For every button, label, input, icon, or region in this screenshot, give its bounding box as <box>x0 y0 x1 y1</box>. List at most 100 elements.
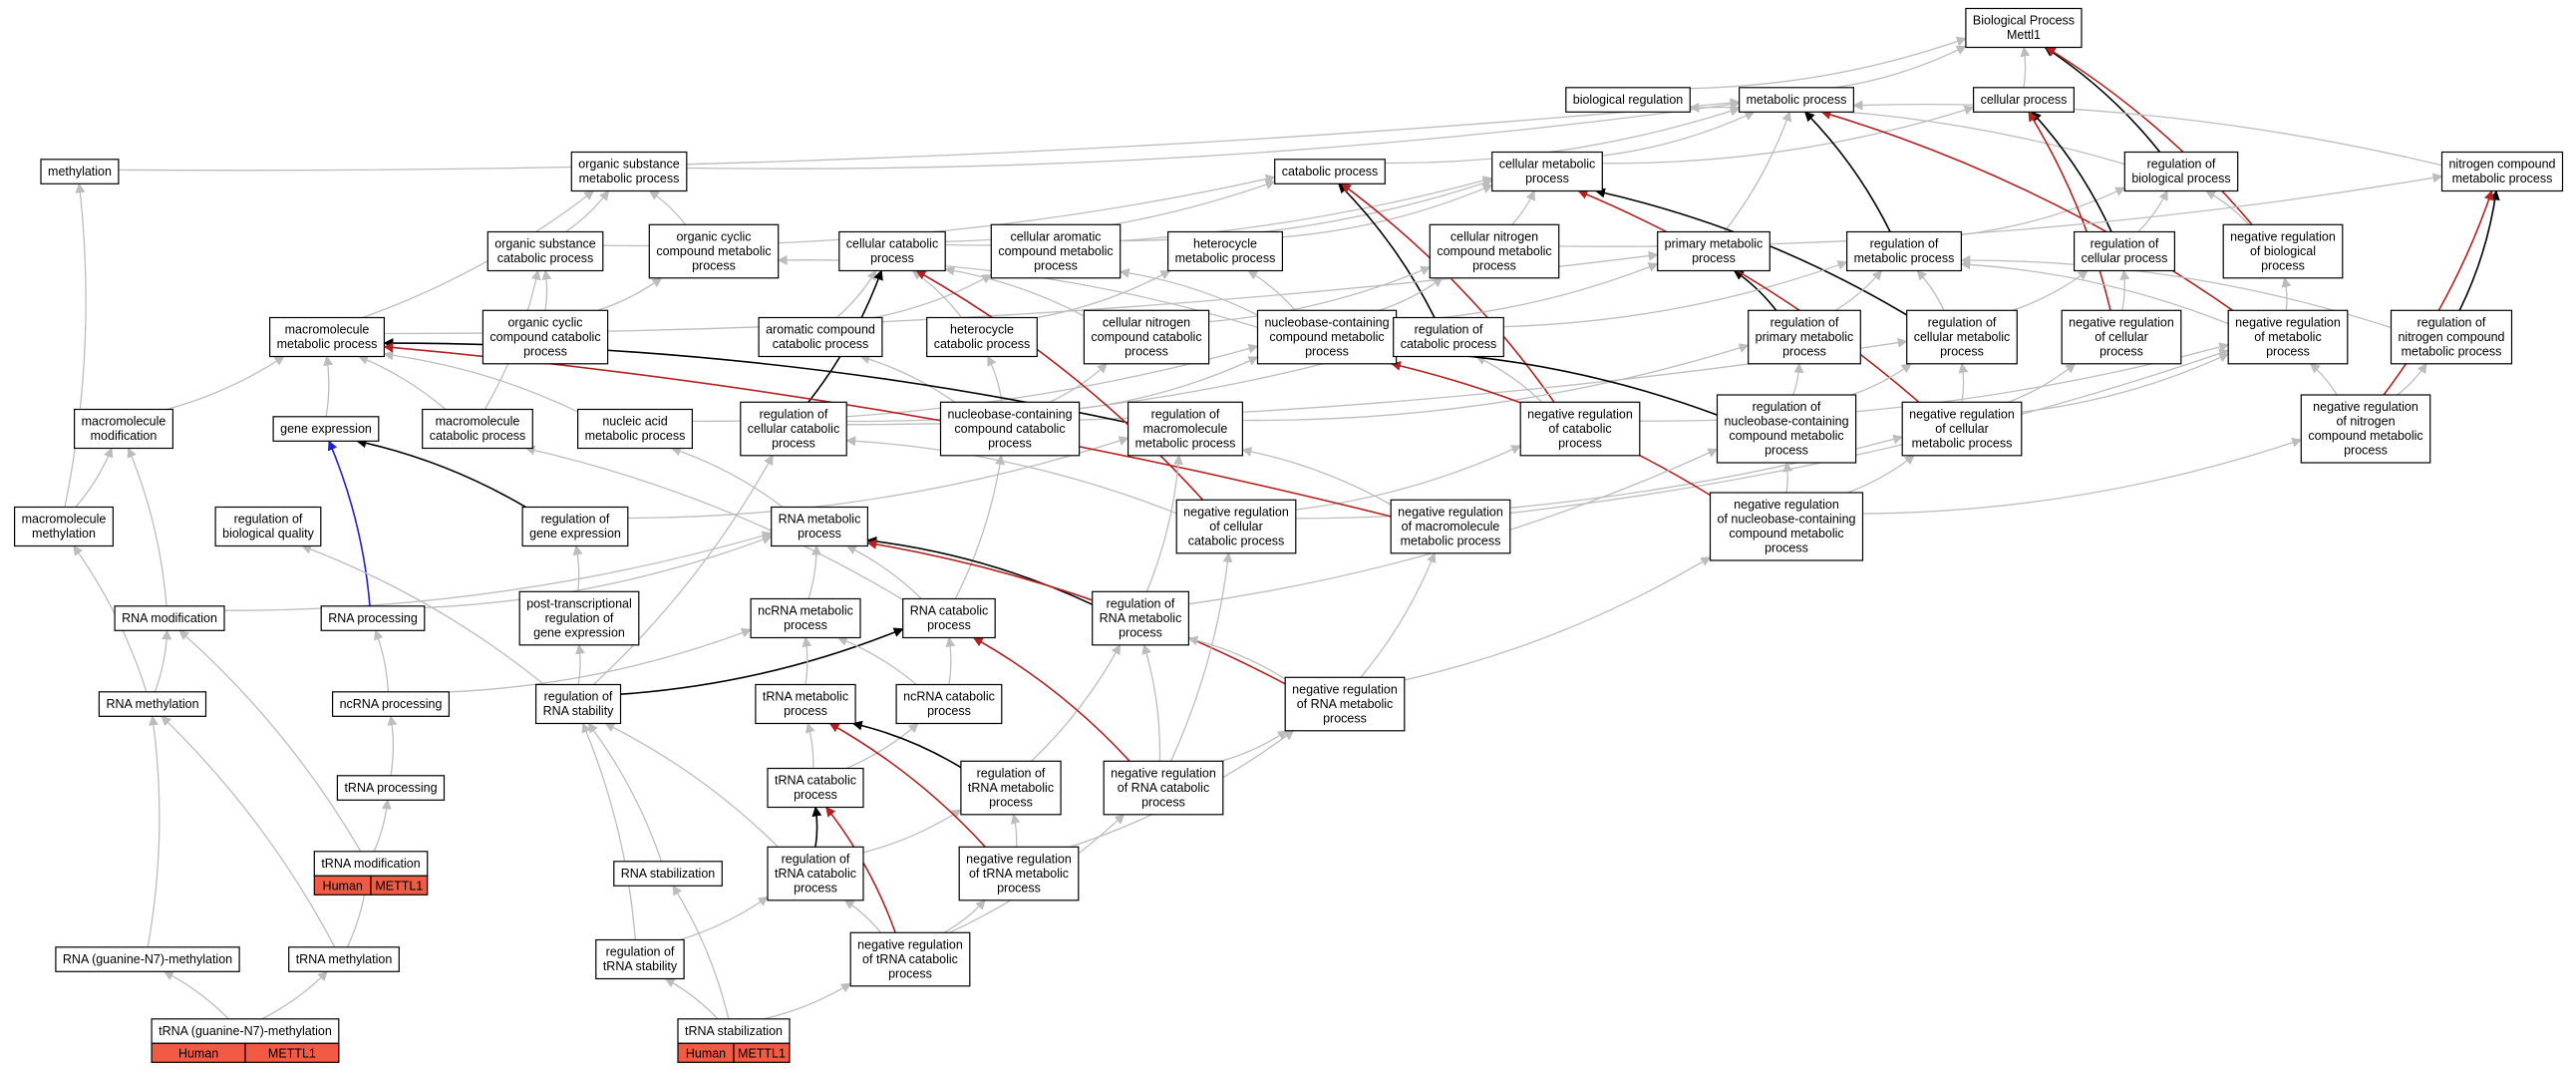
term-label-line: metabolic process <box>1912 436 2013 450</box>
edge-is-a-trnamod-to-trnaproc <box>373 799 392 853</box>
term-box <box>1083 309 1210 365</box>
term-label-line: metabolic process <box>277 337 378 351</box>
term-node-rnaproc[interactable]: RNA processing <box>320 605 426 631</box>
term-node-rnameth[interactable]: RNA methylation <box>98 691 207 717</box>
term-label-line: modification <box>91 429 158 443</box>
edge-is-a-macromp-to-osmp <box>362 189 595 319</box>
term-label-line: nucleobase-containing <box>1724 415 1848 429</box>
term-node-catab[interactable]: catabolic process <box>1274 159 1386 184</box>
edge-negatively-regulates-negregtrnamp-to-trnamp <box>828 722 986 848</box>
term-node-geneexp[interactable]: gene expression <box>272 416 380 442</box>
term-label-line: regulation of <box>1415 323 1483 337</box>
edge-is-a-regtrnastab-to-regtrnacp <box>679 895 769 941</box>
term-label-line: negative regulation <box>966 852 1072 866</box>
term-node-bioreg[interactable]: biological regulation <box>1565 87 1691 113</box>
edge-is-a-cncccp-to-cellcatab <box>944 265 1085 317</box>
term-box <box>1748 309 1861 365</box>
term-box <box>114 605 225 631</box>
edge-is-a-acccp-to-cacmp <box>873 274 993 319</box>
term-node-rnastab[interactable]: RNA stabilization <box>613 861 723 887</box>
term-box <box>570 151 688 192</box>
edge-is-a-regtrnacp-to-regtrnamp <box>862 809 962 854</box>
term-node-rnag7[interactable]: RNA (guanine-N7)-methylation <box>55 946 240 972</box>
term-node-metab[interactable]: metabolic process <box>1738 87 1854 113</box>
edge-is-a-nbcccp-to-acccp <box>859 354 956 403</box>
term-node-trnaproc[interactable]: tRNA processing <box>336 775 446 801</box>
term-label-line: process <box>1692 251 1736 265</box>
term-node-regnbcmp[interactable]: regulation ofnucleobase-containingcompou… <box>1716 394 1857 464</box>
term-node-cellproc[interactable]: cellular process <box>1972 87 2075 113</box>
term-node-trnameth[interactable]: tRNA methylation <box>288 946 400 972</box>
term-label-line: negative regulation <box>1398 505 1503 519</box>
term-node-methylation[interactable]: methylation <box>40 159 120 184</box>
term-box <box>2227 309 2349 365</box>
term-box <box>40 159 120 184</box>
term-node-ncrnaproc[interactable]: ncRNA processing <box>332 691 451 717</box>
term-label-line: regulation of <box>606 945 675 959</box>
term-box <box>1256 309 1398 365</box>
term-node-rnamod[interactable]: RNA modification <box>114 605 225 631</box>
